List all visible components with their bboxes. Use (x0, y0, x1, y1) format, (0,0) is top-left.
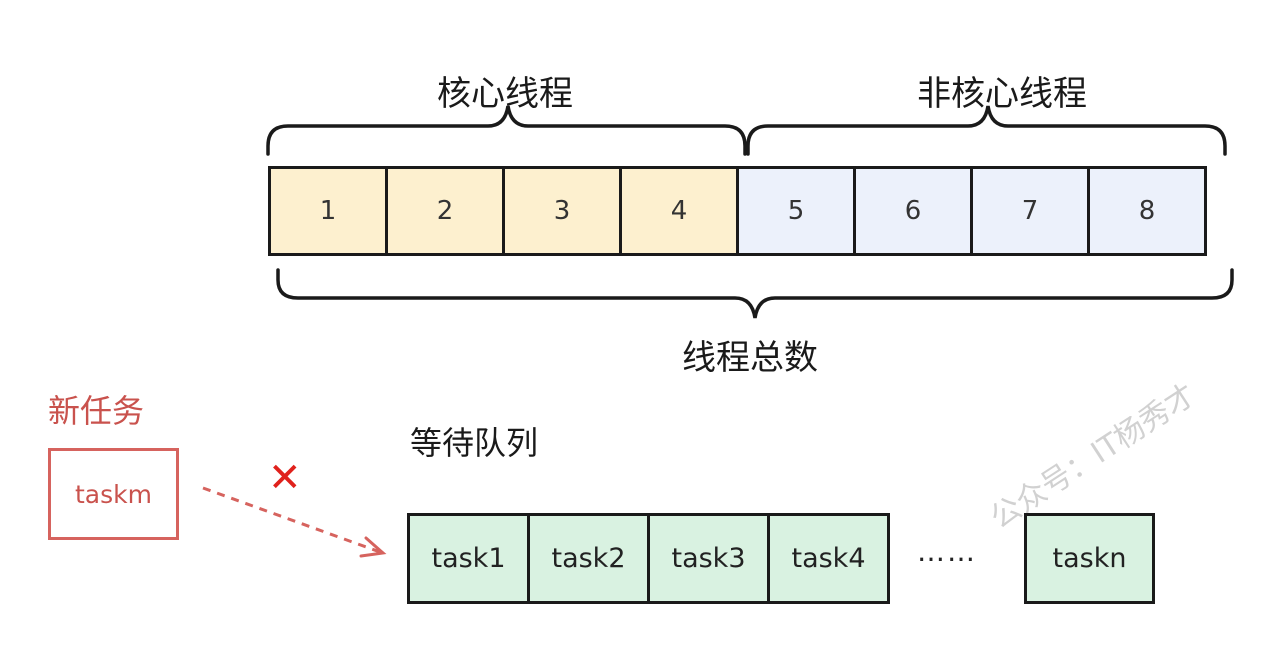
thread-cell: 6 (853, 166, 973, 256)
queue-task: task2 (527, 513, 650, 604)
queue-task-last: taskn (1024, 513, 1155, 604)
non-core-threads-label: 非核心线程 (917, 74, 1087, 114)
core-brace (266, 105, 747, 156)
queue-task: task3 (647, 513, 770, 604)
thread-pool: 1 2 3 4 5 6 7 8 (268, 166, 1207, 256)
waiting-queue: task1 task2 task3 task4 taskn (407, 513, 1155, 604)
thread-cell: 2 (385, 166, 505, 256)
total-brace (276, 268, 1234, 319)
new-task-box: taskm (48, 448, 179, 540)
thread-cell: 4 (619, 166, 739, 256)
thread-cell: 8 (1087, 166, 1207, 256)
queue-task: task1 (407, 513, 530, 604)
queue-task: task4 (767, 513, 890, 604)
thread-cell: 5 (736, 166, 856, 256)
total-threads-label: 线程总数 (682, 338, 818, 378)
waiting-queue-label: 等待队列 (410, 424, 539, 462)
new-task-arrow (202, 486, 381, 554)
arrow-head (359, 536, 387, 558)
reject-icon: ✕ (268, 455, 302, 501)
thread-cell: 1 (268, 166, 388, 256)
core-threads-label: 核心线程 (437, 74, 573, 114)
thread-cell: 3 (502, 166, 622, 256)
new-task-label: 新任务 (48, 392, 145, 430)
noncore-brace (746, 105, 1227, 156)
thread-cell: 7 (970, 166, 1090, 256)
queue-ellipsis: …… (917, 535, 977, 568)
